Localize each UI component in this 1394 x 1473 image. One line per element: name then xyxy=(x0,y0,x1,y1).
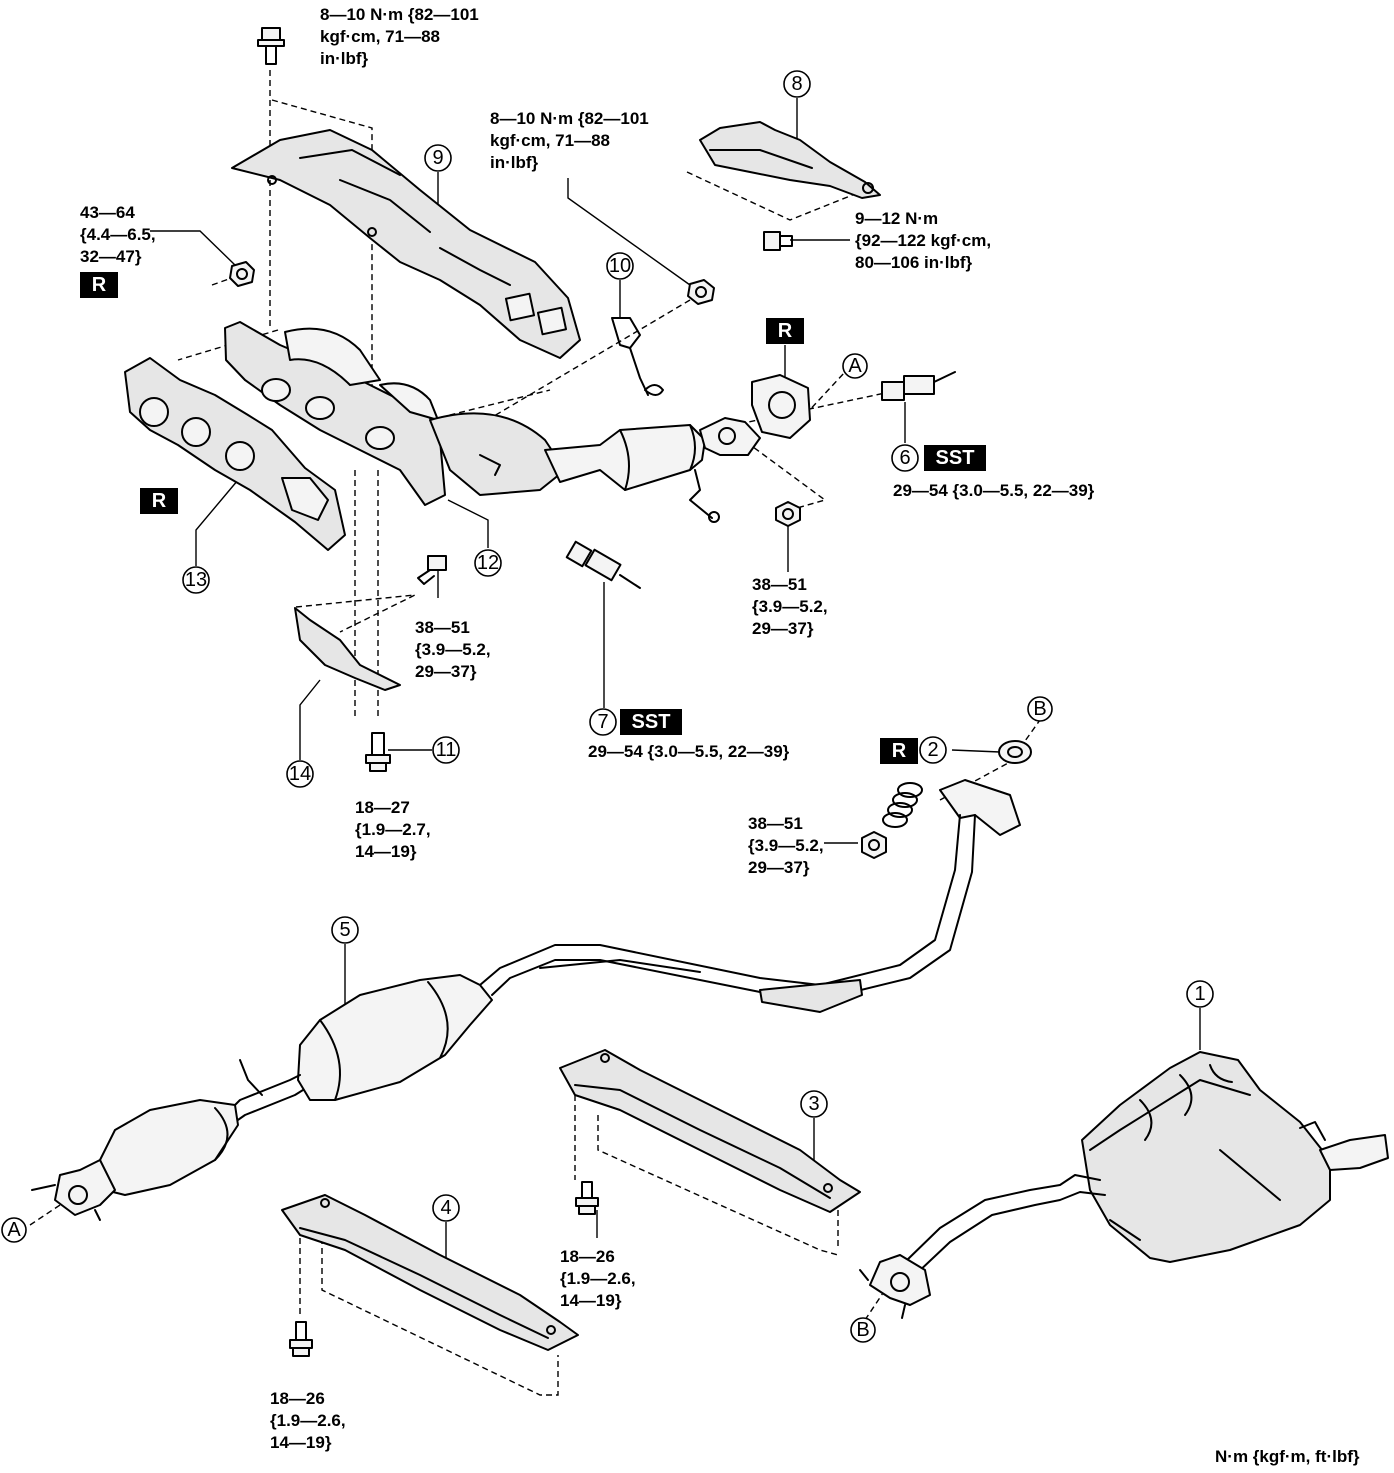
callout-14: 14 xyxy=(286,760,314,788)
sst-badge-sensor-rear: SST xyxy=(620,709,682,735)
bolt-member-4 xyxy=(289,1321,313,1357)
torque-nut-upper: 8—10 N·m {82—101 kgf·cm, 71—88 in·lbf} xyxy=(490,109,649,172)
svg-text:2: 2 xyxy=(927,739,938,761)
heat-insulator-lower xyxy=(294,607,401,691)
callout-4: 4 xyxy=(432,1194,460,1222)
replace-badge-nut: R xyxy=(80,272,118,298)
bolt-member-3 xyxy=(575,1181,599,1215)
spring xyxy=(882,782,923,828)
svg-text:A: A xyxy=(7,1219,21,1241)
units-legend: N·m {kgf·m, ft·lbf} xyxy=(1215,1447,1360,1466)
svg-text:9: 9 xyxy=(432,147,443,169)
svg-text:A: A xyxy=(848,355,862,377)
manifold-gasket xyxy=(124,357,346,551)
torque-spring-nut: 38—51 {3.9—5.2, 29—37} xyxy=(748,814,824,877)
bolt-heat-shield xyxy=(763,231,793,251)
callout-8: 8 xyxy=(783,70,811,98)
front-pipe xyxy=(31,779,1021,1221)
nut-upper xyxy=(687,279,715,305)
callout-3: 3 xyxy=(800,1090,828,1118)
svg-text:12: 12 xyxy=(477,552,499,574)
callout-2: 2 xyxy=(919,736,947,764)
bracket-hanger xyxy=(611,317,664,396)
oxygen-sensor-rear xyxy=(565,540,641,589)
svg-text:7: 7 xyxy=(597,711,608,733)
torque-top-bolt: 8—10 N·m {82—101 kgf·cm, 71—88 in·lbf} xyxy=(320,5,479,68)
replace-badge-gasket-upper: R xyxy=(766,318,804,344)
torque-member-3-bolt: 18—26 {1.9—2.6, 14—19} xyxy=(560,1247,636,1310)
connection-a-bottom: A xyxy=(1,1217,27,1243)
crossmember-lower xyxy=(281,1194,579,1351)
heat-shield-right xyxy=(699,121,881,199)
gasket-upper-right xyxy=(751,374,811,439)
callout-6: 6 xyxy=(891,444,919,472)
callout-1: 1 xyxy=(1186,980,1214,1008)
fasteners xyxy=(229,27,887,1357)
svg-text:8: 8 xyxy=(791,73,802,95)
callout-13: 13 xyxy=(182,566,210,594)
torque-member-4-bolt: 18—26 {1.9—2.6, 14—19} xyxy=(270,1389,346,1452)
svg-text:10: 10 xyxy=(609,255,631,277)
callout-11: 11 xyxy=(432,736,460,764)
replace-badge-gasket: R xyxy=(140,488,178,514)
svg-text:11: 11 xyxy=(436,739,457,761)
svg-text:B: B xyxy=(856,1319,869,1341)
exhaust-manifold-converter xyxy=(224,321,761,523)
torque-insulator-bolt: 38—51 {3.9—5.2, 29—37} xyxy=(415,618,491,681)
torque-nut-center: 38—51 {3.9—5.2, 29—37} xyxy=(752,575,828,638)
sst-badge-sensor-front: SST xyxy=(924,445,986,471)
bolt-top xyxy=(257,27,285,65)
main-muffler xyxy=(859,1051,1389,1319)
torque-sensor-front: 29—54 {3.0—5.5, 22—39} xyxy=(893,481,1095,500)
svg-text:4: 4 xyxy=(440,1197,451,1219)
torque-sensor-rear: 29—54 {3.0—5.5, 22—39} xyxy=(588,742,790,761)
svg-text:13: 13 xyxy=(185,569,207,591)
bolt-insulator xyxy=(417,555,447,585)
connection-b-bottom: B xyxy=(850,1317,876,1343)
nut-center xyxy=(775,501,801,527)
torque-nut-left: 43—64 {4.4—6.5, 32—47} xyxy=(80,203,156,266)
gasket-ring xyxy=(998,740,1032,764)
leader-lines xyxy=(150,98,1201,1280)
nut-left xyxy=(229,261,255,287)
torque-heat-shield-bolt: 9—12 N·m {92—122 kgf·cm, 80—106 in·lbf} xyxy=(855,209,992,272)
replace-badge-gasket-ring: R xyxy=(880,738,918,764)
svg-text:6: 6 xyxy=(899,447,910,469)
connection-b-top: B xyxy=(1027,696,1053,722)
bolt-lower xyxy=(365,732,391,772)
heat-insulator-upper xyxy=(231,129,581,359)
oxygen-sensor-front xyxy=(881,371,956,401)
svg-text:14: 14 xyxy=(289,763,311,785)
connection-a-top: A xyxy=(842,353,868,379)
svg-text:5: 5 xyxy=(339,919,350,941)
svg-text:1: 1 xyxy=(1194,983,1205,1005)
torque-lower-bolt: 18—27 {1.9—2.7, 14—19} xyxy=(355,798,431,861)
crossmember-upper xyxy=(559,1049,861,1213)
svg-text:3: 3 xyxy=(808,1093,819,1115)
callout-5: 5 xyxy=(331,916,359,944)
nut-spring xyxy=(861,831,887,859)
callout-12: 12 xyxy=(474,549,502,577)
callout-10: 10 xyxy=(606,252,634,280)
svg-text:B: B xyxy=(1033,698,1046,720)
callout-7: 7 xyxy=(589,708,617,736)
callout-9: 9 xyxy=(424,144,452,172)
